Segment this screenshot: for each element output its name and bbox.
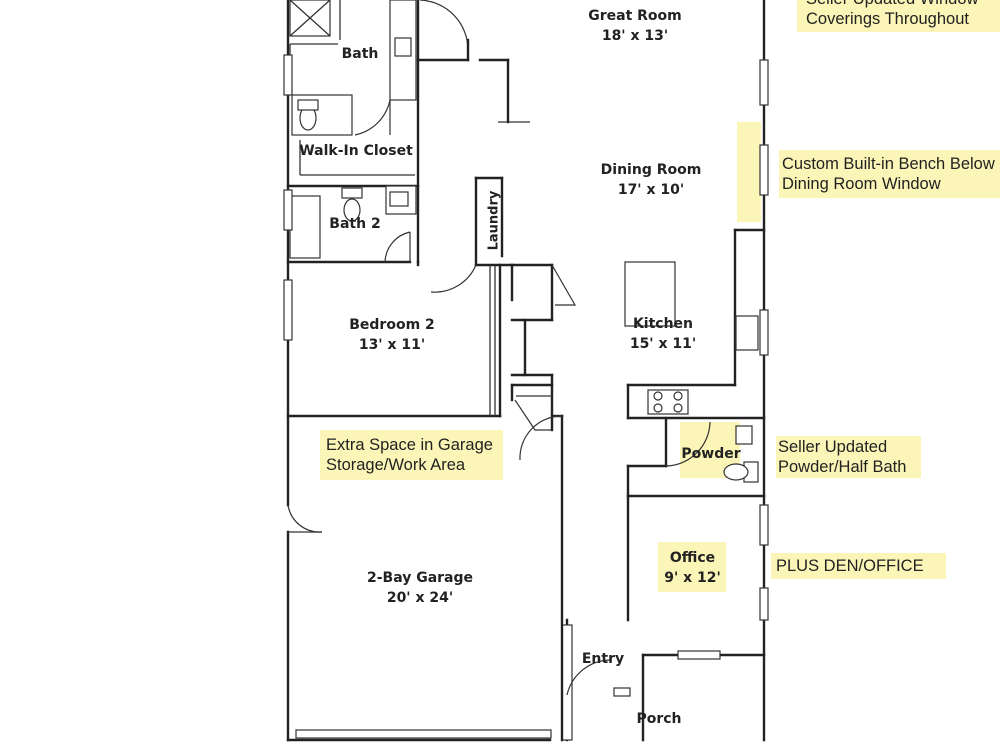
room-name: Bedroom 2 (349, 317, 435, 333)
note-line: Custom Built-in Bench Below (782, 155, 995, 173)
note-powder-bath: Seller Updated Powder/Half Bath (778, 437, 906, 477)
room-laundry: Laundry (486, 190, 502, 251)
note-line: Seller Updated Window (806, 0, 978, 9)
room-name: Great Room (588, 8, 682, 24)
powder-walls (626, 416, 766, 498)
highlight-bench (779, 150, 1000, 198)
garage-walls (287, 414, 564, 742)
room-bath: Bath (330, 44, 390, 64)
room-bedroom-2: Bedroom 2 13' x 11' (330, 315, 454, 355)
note-line: Dining Room Window (782, 175, 941, 193)
room-name: Porch (636, 711, 682, 727)
room-great-room: Great Room 18' x 13' (560, 6, 710, 46)
note-bench: Custom Built-in Bench Below Dining Room … (782, 154, 995, 194)
room-powder: Powder (676, 444, 746, 464)
highlight-kitchen-wall (737, 122, 761, 222)
highlight-window-coverings (797, 0, 1000, 32)
room-dims: 13' x 11' (358, 337, 426, 353)
room-name: Powder (681, 446, 741, 462)
laundry-walls (430, 176, 514, 418)
office-walls (561, 494, 766, 742)
room-bath-2: Bath 2 (325, 214, 385, 234)
highlight-powder-bath (776, 436, 921, 478)
highlight-office-label (658, 542, 726, 592)
room-name: Dining Room (600, 162, 702, 178)
note-line: Extra Space in Garage (326, 436, 493, 454)
room-dims: 9' x 12' (664, 570, 721, 586)
note-line: Storage/Work Area (326, 456, 466, 474)
room-name: Bath 2 (329, 216, 381, 232)
room-name: Bath (341, 46, 379, 62)
room-garage: 2-Bay Garage 20' x 24' (350, 568, 490, 608)
note-line: PLUS DEN/OFFICE (776, 557, 924, 575)
note-garage-storage: Extra Space in Garage Storage/Work Area (326, 435, 493, 475)
note-line: Seller Updated (778, 438, 888, 456)
windows (283, 54, 769, 621)
master-suite-walls (286, 0, 420, 264)
room-dining-room: Dining Room 17' x 10' (576, 160, 726, 200)
room-name: Entry (581, 651, 625, 667)
room-porch: Porch (624, 709, 694, 729)
room-dims: 18' x 13' (601, 28, 669, 44)
kitchen-cabinets (624, 228, 766, 420)
room-dims: 20' x 24' (386, 590, 454, 606)
note-window-coverings: Seller Updated Window Coverings Througho… (806, 0, 978, 29)
room-office: Office 9' x 12' (655, 548, 730, 588)
note-line: Coverings Throughout (806, 10, 969, 28)
highlight-garage-storage (320, 430, 503, 480)
highlight-den-office (771, 553, 946, 579)
room-name: Kitchen (632, 316, 694, 332)
note-den-office: PLUS DEN/OFFICE (776, 556, 924, 576)
hall-walls (416, 0, 530, 267)
pantry-walls (510, 263, 577, 432)
room-walk-in-closet: Walk-In Closet (294, 141, 418, 161)
room-dims: 15' x 11' (629, 336, 697, 352)
note-line: Powder/Half Bath (778, 458, 907, 476)
room-name: Walk-In Closet (299, 143, 413, 159)
room-name: Office (669, 550, 716, 566)
room-dims: 17' x 10' (617, 182, 685, 198)
room-name: 2-Bay Garage (366, 570, 474, 586)
room-kitchen: Kitchen 15' x 11' (608, 314, 718, 354)
room-entry: Entry (574, 649, 632, 669)
